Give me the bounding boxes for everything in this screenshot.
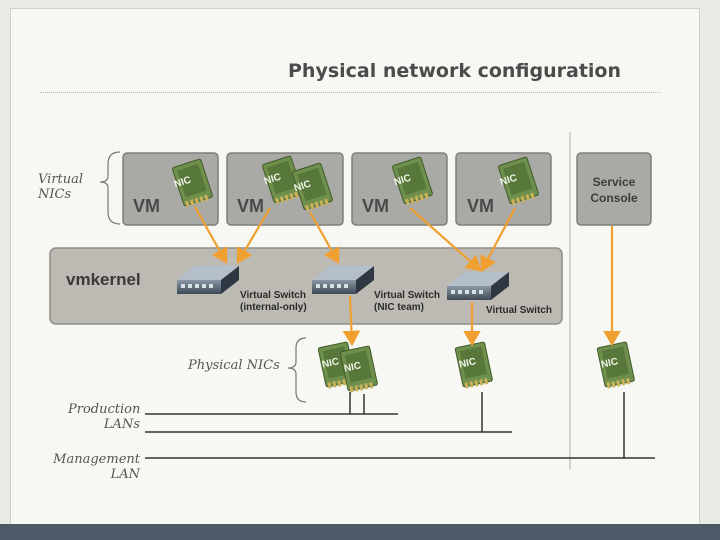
virtual-nics-label: Virtual NICs: [38, 172, 84, 202]
vm-label-4: VM: [467, 196, 494, 216]
physical-nics-brace: [287, 337, 307, 403]
virtual-switch-2: [312, 266, 374, 294]
title-divider: [40, 92, 660, 93]
vm-label-3: VM: [362, 196, 389, 216]
arrow-switch2-pnic: [342, 295, 361, 347]
vmkernel-band: [49, 247, 563, 325]
service-console-box: [576, 152, 652, 226]
page-title: Physical network configuration: [288, 60, 622, 82]
virtual-switch-1-label: Virtual Switch (internal-only): [240, 290, 307, 313]
virtual-switch-3: [447, 272, 509, 300]
arrow-vm3-switch3: [409, 207, 482, 272]
vm-label-2: VM: [237, 196, 264, 216]
arrow-vm2-switch1: [236, 207, 271, 264]
production-lans-label: Production LANs: [68, 402, 141, 432]
arrow-vm1-switch1: [194, 206, 228, 264]
virtual-switch-1: [177, 266, 239, 294]
bottom-bar: [0, 524, 720, 540]
virtual-nics-brace: [99, 151, 121, 225]
vmkernel-label: vmkernel: [66, 270, 141, 289]
arrow-vm2-switch2: [309, 211, 340, 264]
arrow-vm4-switch3: [480, 207, 516, 272]
virtual-switch-2-label: Virtual Switch (NIC team): [374, 290, 440, 313]
vm-label-1: VM: [133, 196, 160, 216]
physical-nics-label: Physical NICs: [188, 358, 280, 373]
management-lan-label: Management LAN: [53, 452, 140, 482]
virtual-switch-3-label: Virtual Switch: [486, 305, 552, 316]
service-console-label: Service Console: [590, 175, 638, 205]
